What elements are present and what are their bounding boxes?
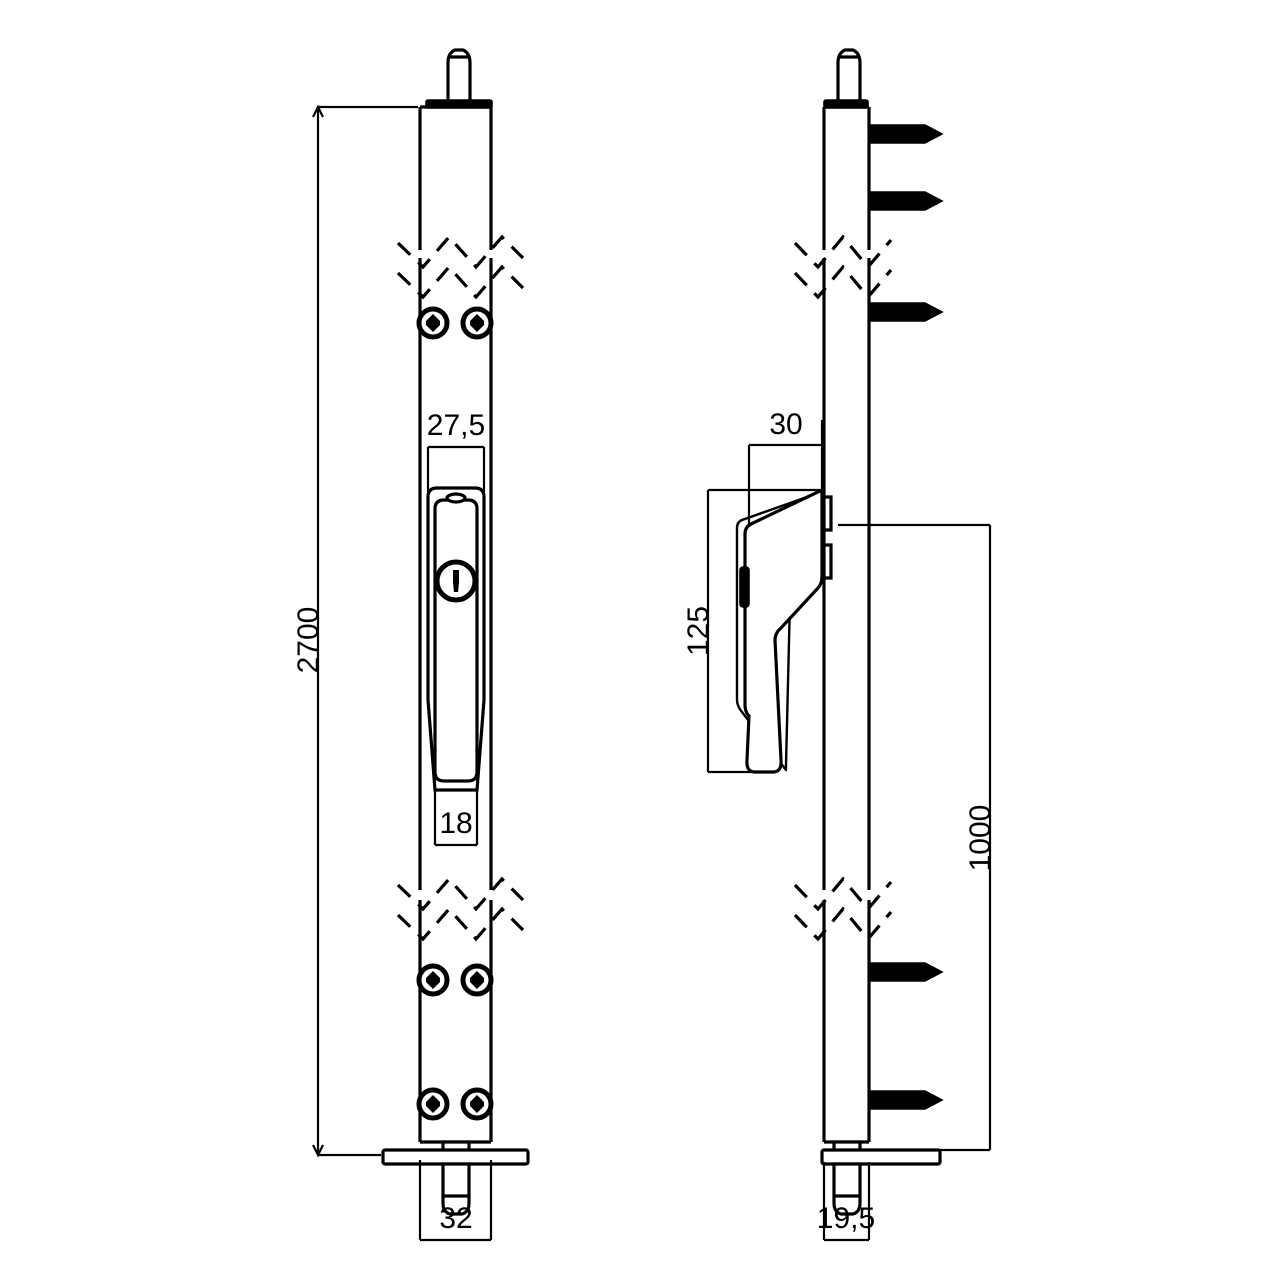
front-rail-upper <box>418 105 493 250</box>
dimension-rail-depth-value: 19,5 <box>817 1202 875 1235</box>
front-screw-upper-left <box>416 306 450 340</box>
dimension-handle-height-value: 125 <box>682 606 715 656</box>
dimension-handle-centre-to-bottom: 1000 <box>838 523 997 1152</box>
dimension-handle-height: 125 <box>682 488 822 774</box>
front-screw-lower-left-b <box>416 1087 450 1121</box>
dimension-overall-length: 2700 <box>292 104 418 1158</box>
side-screw-1 <box>868 124 944 144</box>
dimension-handle-base-width-value: 18 <box>439 807 472 840</box>
front-rail-middle <box>418 258 493 890</box>
side-bottom-plate <box>820 1140 942 1166</box>
dimension-rail-width: 32 <box>418 1160 493 1242</box>
front-screw-lower-right-b <box>460 1087 494 1121</box>
top-locking-pin <box>425 48 493 109</box>
front-screw-upper-right <box>460 306 494 340</box>
side-screw-5 <box>868 1090 944 1110</box>
side-handle-body <box>739 487 824 774</box>
dimension-handle-projection-value: 30 <box>769 408 802 441</box>
side-screw-2 <box>868 191 944 211</box>
dimension-handle-base-width: 18 <box>433 790 479 847</box>
side-screw-3 <box>868 302 944 322</box>
side-rail-upper <box>822 105 871 250</box>
break-line-upper-front <box>396 234 525 300</box>
dimension-overall-length-value: 2700 <box>292 607 325 674</box>
side-view: 30 125 1000 19,5 <box>682 48 997 1242</box>
break-line-upper-side <box>793 234 893 300</box>
dimension-handle-centre-to-bottom-value: 1000 <box>964 805 997 872</box>
front-screw-lower-right-a <box>460 963 494 997</box>
dimension-rail-width-value: 32 <box>439 1202 472 1235</box>
side-screw-4 <box>868 962 944 982</box>
side-rail-lower <box>822 900 871 1142</box>
bottom-locking-pin <box>441 1162 471 1216</box>
dimension-faceplate-width: 27,5 <box>427 409 485 492</box>
side-top-locking-pin <box>823 48 869 109</box>
dimension-handle-projection: 30 <box>747 408 824 527</box>
side-handle-mount-tabs <box>822 495 833 580</box>
dimension-rail-depth: 19,5 <box>817 1162 875 1242</box>
break-line-lower-side <box>793 876 893 942</box>
front-handle-escutcheon <box>426 486 486 792</box>
break-line-lower-front <box>396 876 525 942</box>
front-view: 2700 27,5 18 32 <box>292 48 530 1242</box>
front-screw-lower-left-a <box>416 963 450 997</box>
side-bottom-locking-pin <box>832 1162 862 1216</box>
dimension-faceplate-width-value: 27,5 <box>427 409 485 442</box>
euro-cylinder-keyhole-icon <box>434 559 478 603</box>
front-bottom-plate <box>381 1140 530 1166</box>
